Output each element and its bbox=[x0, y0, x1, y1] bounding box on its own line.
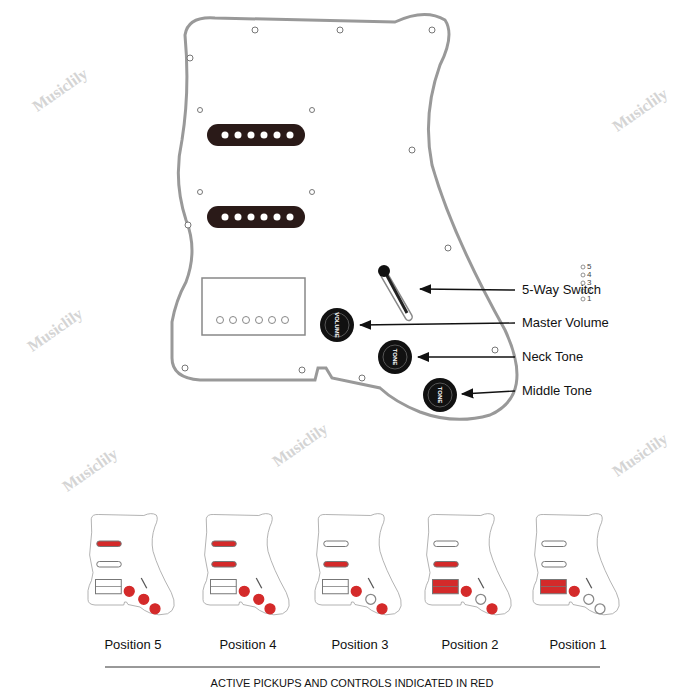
mini-switch bbox=[586, 578, 592, 588]
mini-knob bbox=[595, 604, 605, 614]
mini-outline bbox=[88, 514, 174, 615]
mini-switch bbox=[368, 578, 374, 588]
mini-knob bbox=[487, 604, 497, 614]
mini-pickguard bbox=[533, 514, 619, 615]
mini-pickguard bbox=[203, 514, 289, 615]
five-way-switch bbox=[378, 265, 413, 322]
mini-humbucker bbox=[96, 580, 122, 594]
mini-knob bbox=[265, 604, 275, 614]
watermark: Musiclily bbox=[609, 85, 671, 136]
callout-label: Middle Tone bbox=[522, 384, 592, 398]
mini-middle-pickup bbox=[97, 562, 122, 568]
mini-outline bbox=[315, 514, 401, 615]
footer-rule bbox=[105, 667, 600, 668]
watermark: Musiclily bbox=[24, 305, 86, 356]
mini-middle-pickup bbox=[324, 562, 349, 568]
knob-label: VOLUME bbox=[334, 312, 341, 338]
mini-switch bbox=[141, 578, 147, 588]
main-pickguard bbox=[172, 14, 517, 419]
mini-neck-pickup bbox=[212, 541, 237, 547]
mini-knob bbox=[239, 586, 249, 596]
mini-knob bbox=[351, 586, 361, 596]
mini-knob bbox=[476, 594, 486, 604]
position-label: Position 4 bbox=[219, 638, 276, 652]
position-label: Position 1 bbox=[549, 638, 606, 652]
mini-middle-pickup bbox=[434, 562, 459, 568]
mini-knob bbox=[254, 594, 264, 604]
mini-knob bbox=[366, 594, 376, 604]
mini-outline bbox=[425, 514, 511, 615]
neck-single-coil bbox=[207, 124, 305, 146]
mini-middle-pickup bbox=[212, 562, 237, 568]
mini-humbucker bbox=[323, 580, 349, 594]
position-label: Position 2 bbox=[441, 638, 498, 652]
mini-switch bbox=[256, 578, 262, 588]
knob-label: TONE bbox=[437, 387, 444, 404]
mini-humbucker bbox=[211, 580, 237, 594]
mini-knob bbox=[139, 594, 149, 604]
mini-humbucker-split bbox=[323, 586, 349, 587]
mini-pickguard bbox=[315, 514, 401, 615]
watermark: Musiclily bbox=[59, 445, 121, 496]
bridge-humbucker bbox=[202, 278, 305, 335]
watermark: Musiclily bbox=[29, 65, 91, 116]
middle-single-coil bbox=[207, 206, 305, 228]
mini-outline bbox=[533, 514, 619, 615]
mini-pickguards bbox=[88, 514, 619, 615]
watermark: Musiclily bbox=[609, 430, 671, 481]
mini-switch bbox=[478, 578, 484, 588]
mini-humbucker-split bbox=[211, 586, 237, 587]
knob-label: TONE bbox=[392, 349, 399, 366]
mini-neck-pickup bbox=[434, 541, 459, 547]
mini-neck-pickup bbox=[542, 541, 567, 547]
position-label: Position 3 bbox=[331, 638, 388, 652]
mini-humbucker bbox=[541, 580, 567, 594]
mini-middle-pickup bbox=[542, 562, 567, 568]
position-label: Position 5 bbox=[104, 638, 161, 652]
mini-humbucker-split bbox=[541, 586, 567, 587]
callout-label: Neck Tone bbox=[522, 350, 583, 364]
mini-humbucker-split bbox=[96, 586, 122, 587]
mini-outline bbox=[203, 514, 289, 615]
position-number: 1 bbox=[587, 295, 591, 304]
mini-pickguard bbox=[88, 514, 174, 615]
mini-knob bbox=[124, 586, 134, 596]
footer-note: ACTIVE PICKUPS AND CONTROLS INDICATED IN… bbox=[211, 677, 494, 689]
mini-neck-pickup bbox=[324, 541, 349, 547]
mini-knob bbox=[461, 586, 471, 596]
screws bbox=[182, 27, 498, 408]
callout-label: Master Volume bbox=[522, 316, 609, 330]
mini-knob bbox=[377, 604, 387, 614]
mini-humbucker-split bbox=[433, 586, 459, 587]
mini-humbucker bbox=[433, 580, 459, 594]
mini-knob bbox=[150, 604, 160, 614]
mini-pickguard bbox=[425, 514, 511, 615]
watermark: Musiclily bbox=[269, 420, 331, 471]
mini-knob bbox=[584, 594, 594, 604]
mini-knob bbox=[569, 586, 579, 596]
mini-neck-pickup bbox=[97, 541, 122, 547]
leader-arrows bbox=[360, 289, 515, 394]
